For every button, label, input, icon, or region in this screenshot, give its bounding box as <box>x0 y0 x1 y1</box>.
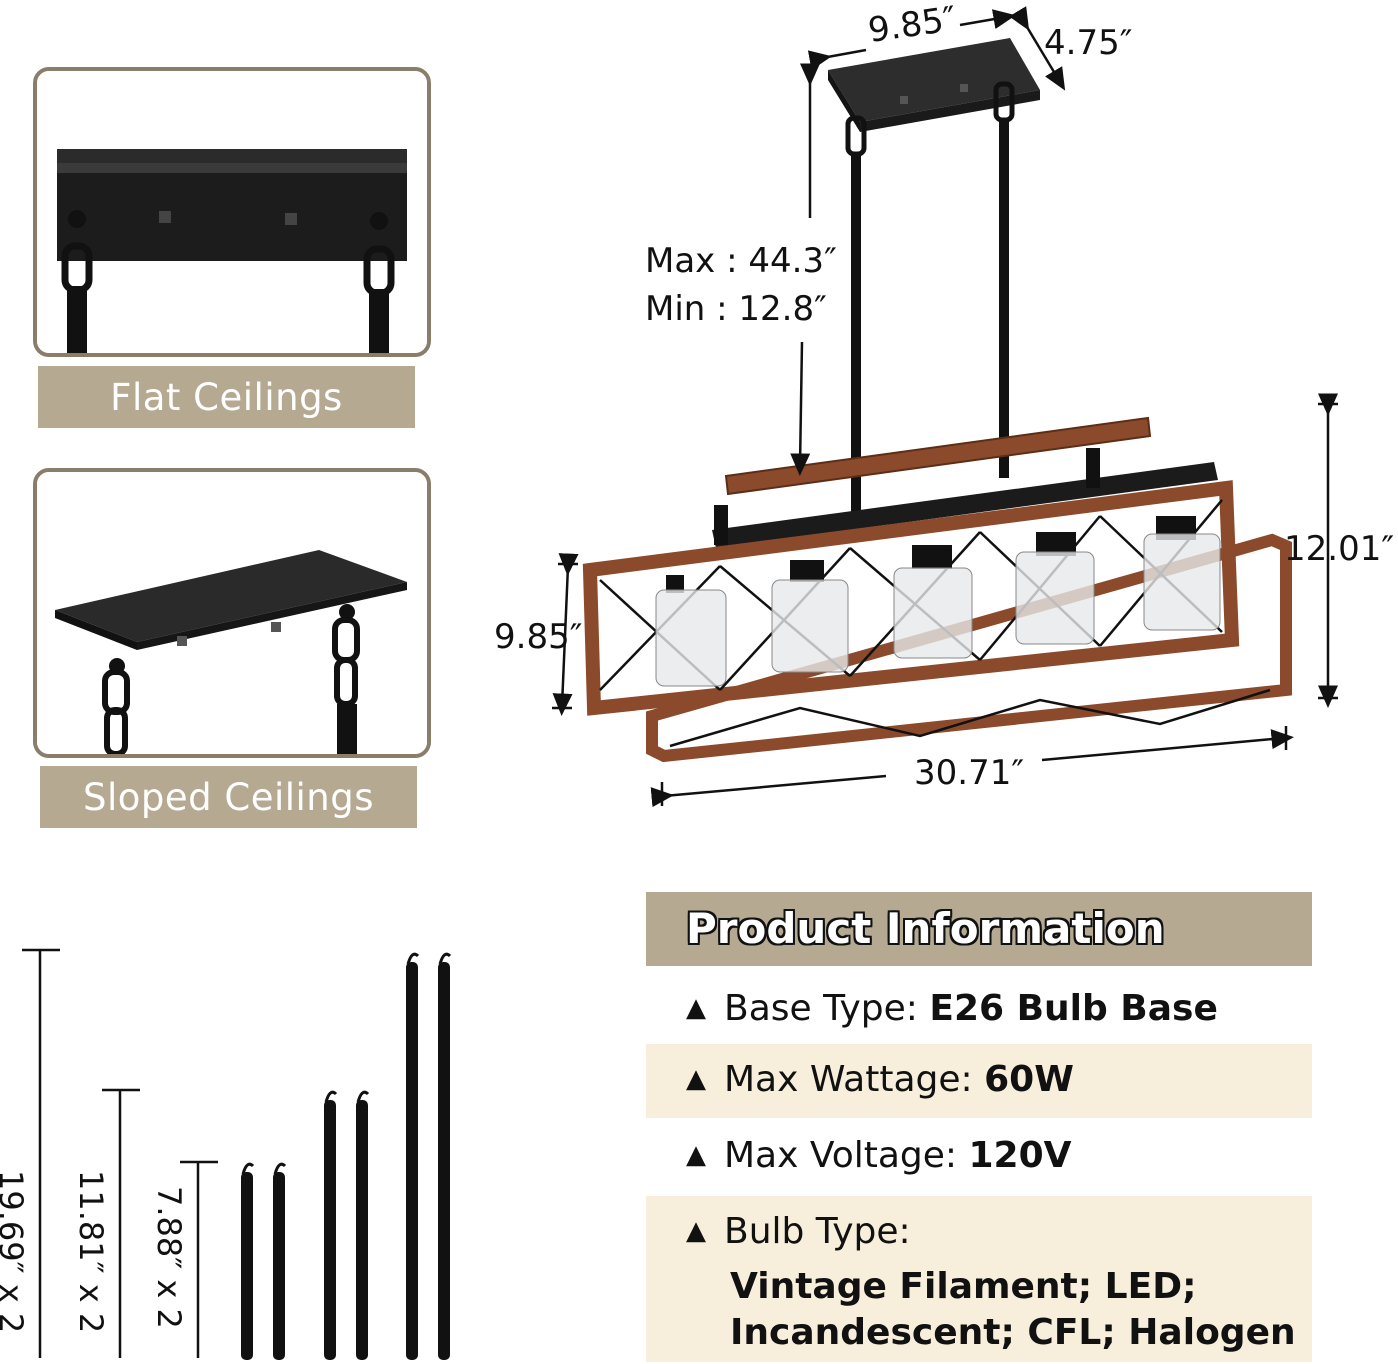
chandelier-dimension-diagram <box>552 6 1338 808</box>
product-info-header: Product Information <box>646 892 1312 966</box>
fixture-length-label: 30.71″ <box>914 753 1025 793</box>
min-height-label: Min : 12.8″ <box>645 289 827 329</box>
bulb-type-value-line-2: Incandescent; CFL; Halogen <box>730 1312 1296 1353</box>
bulb-type-value-line-1: Vintage Filament; LED; <box>730 1266 1197 1307</box>
base-type-value: E26 Bulb Base <box>929 988 1218 1029</box>
sloped-ceilings-label: Sloped Ceilings <box>82 775 375 819</box>
sloped-ceilings-caption: Sloped Ceilings <box>40 766 417 828</box>
rod-hooks <box>241 952 452 1175</box>
rods <box>241 962 450 1360</box>
max-wattage-value: 60W <box>984 1059 1074 1100</box>
max-wattage-row: ▲Max Wattage: 60W <box>646 1044 1312 1118</box>
max-voltage-row: ▲Max Voltage: 120V <box>646 1118 1312 1194</box>
flat-ceilings-caption: Flat Ceilings <box>38 366 415 428</box>
triangle-bullet-icon: ▲ <box>686 1140 706 1170</box>
rod-dimension-lines <box>22 948 218 1358</box>
rod-label-11-81: 11.81″ x 2 <box>72 1170 110 1334</box>
glass-shades <box>655 516 1221 687</box>
sloped-ceiling-photo <box>33 468 431 758</box>
fixture-height-label: 12.01″ <box>1284 529 1395 569</box>
frame-height-label: 9.85″ <box>494 617 583 657</box>
max-height-label: Max : 44.3″ <box>645 241 837 281</box>
dimension-lines <box>552 6 1338 808</box>
triangle-bullet-icon: ▲ <box>686 1064 706 1094</box>
max-voltage-value: 120V <box>968 1135 1072 1176</box>
sloped-ceiling-canopy-illustration <box>37 472 427 754</box>
flat-ceilings-label: Flat Ceilings <box>110 375 343 419</box>
triangle-bullet-icon: ▲ <box>686 993 706 1023</box>
triangle-bullet-icon: ▲ <box>686 1216 706 1246</box>
rod-label-7-88: 7.88″ x 2 <box>150 1186 188 1329</box>
rod-label-19-69: 19.69″ x 2 <box>0 1170 30 1333</box>
canopy-width-label: 4.75″ <box>1044 23 1133 63</box>
flat-ceiling-canopy-illustration <box>37 71 427 353</box>
suspension-rods <box>845 81 1015 512</box>
flat-ceiling-photo <box>33 67 431 357</box>
base-type-row: ▲Base Type: E26 Bulb Base <box>646 968 1312 1042</box>
product-info-title: Product Information <box>686 904 1165 953</box>
extension-rods-illustration <box>22 948 452 1360</box>
bulb-type-row: ▲Bulb Type: Vintage Filament; LED; Incan… <box>646 1196 1312 1362</box>
